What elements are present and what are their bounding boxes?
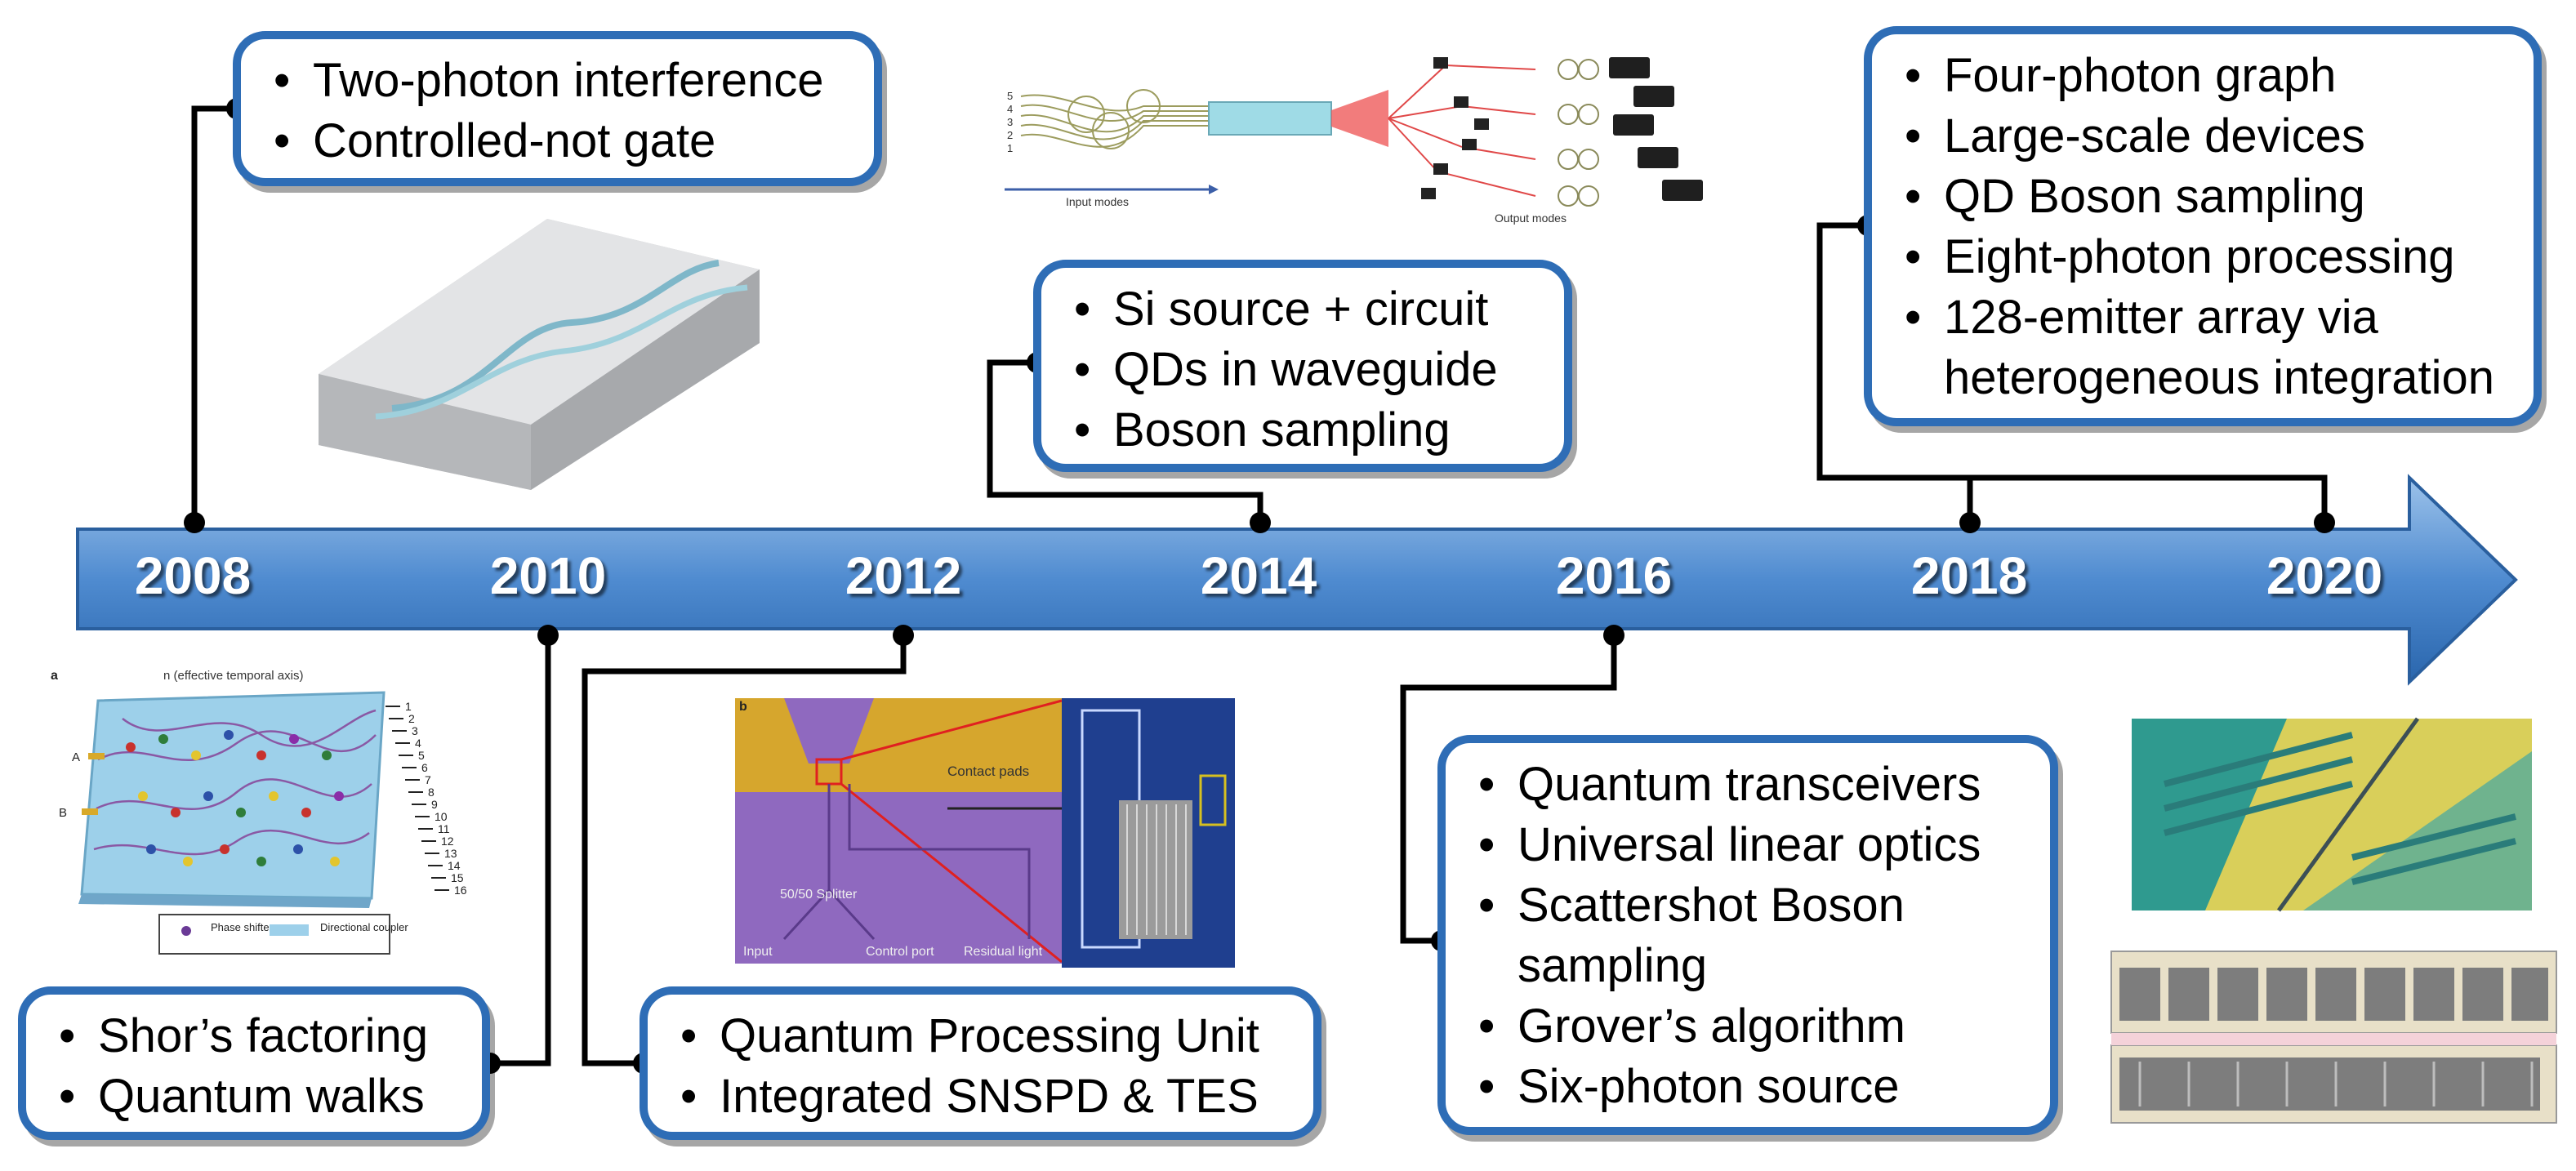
- input-port-label: Input: [743, 945, 773, 959]
- dot-2008-timeline: [184, 512, 205, 533]
- dot-2018-timeline: [1959, 512, 1981, 533]
- year-label: 2016: [1555, 546, 1673, 605]
- milestone-item: Four-photon graph: [1896, 46, 2509, 106]
- output-number: 7: [425, 773, 431, 786]
- milestone-item: Integrated SNSPD & TES: [672, 1066, 1289, 1127]
- mode-number: 2: [1007, 129, 1013, 141]
- milestone-item: QD Boson sampling: [1896, 167, 2509, 227]
- timeline-arrow: [76, 474, 2518, 686]
- milestone-item: Quantum walks: [51, 1066, 457, 1127]
- quantum-walk-image: a n (effective temporal axis) m: [51, 669, 467, 955]
- waveguide-chip-image: [319, 219, 760, 490]
- emitter-array-image: [2110, 951, 2557, 1124]
- dot-2020-timeline: [2314, 512, 2335, 533]
- dot-2016-timeline: [1603, 625, 1624, 646]
- milestone-box-2016: Quantum transceivers Universal linear op…: [1437, 735, 2058, 1135]
- year-label: 2014: [1200, 546, 1317, 605]
- milestone-item: Controlled-not gate: [265, 111, 849, 171]
- milestone-item: Shor’s factoring: [51, 1006, 457, 1066]
- output-number: 10: [435, 810, 448, 823]
- milestone-box-2014: Si source + circuit QDs in waveguide Bos…: [1033, 260, 1572, 472]
- phase-shifters: [126, 730, 344, 866]
- output-number: 13: [444, 847, 457, 860]
- dot-2012-timeline: [893, 625, 914, 646]
- milestone-item: QDs in waveguide: [1066, 340, 1540, 400]
- milestone-item-continued: sampling: [1518, 939, 1708, 992]
- connector-2008: [191, 105, 237, 523]
- output-number: 5: [418, 749, 425, 762]
- milestone-box-2012: Quantum Processing Unit Integrated SNSPD…: [640, 986, 1321, 1140]
- milestone-item: Si source + circuit: [1066, 279, 1540, 340]
- year-label: 2018: [1910, 546, 2028, 605]
- splitter-label: 50/50 Splitter: [780, 888, 858, 902]
- milestone-box-2018: Four-photon graph Large-scale devices QD…: [1864, 26, 2542, 426]
- mode-number: 3: [1007, 116, 1013, 128]
- boson-sampling-image: 5 4 3 2 1: [1005, 57, 1703, 225]
- panel-label-a: a: [51, 669, 58, 683]
- output-number: 15: [451, 871, 464, 884]
- milestone-item: Large-scale devices: [1896, 106, 2509, 167]
- milestone-item: Scattershot Boson: [1470, 875, 2026, 936]
- mode-number: 5: [1007, 90, 1013, 102]
- legend-phase-shifter: Phase shifter: [211, 921, 274, 933]
- output-number: 11: [438, 822, 450, 835]
- control-port-label: Control port: [866, 945, 934, 959]
- milestone-item: Eight-photon processing: [1896, 227, 2509, 287]
- connector-2016: [1400, 635, 1617, 944]
- panel-label-b: b: [739, 700, 747, 714]
- year-label: 2012: [845, 546, 962, 605]
- mode-number: 4: [1007, 103, 1013, 115]
- output-number: 4: [415, 737, 421, 750]
- mode-number: 1: [1007, 142, 1013, 154]
- temporal-axis-label: n (effective temporal axis): [163, 669, 303, 683]
- milestone-box-2008: Two-photon interference Controlled-not g…: [233, 31, 882, 186]
- milestone-item: Boson sampling: [1066, 400, 1540, 461]
- output-number: 12: [441, 835, 454, 848]
- milestone-item-continued: heterogeneous integration: [1944, 351, 2494, 404]
- legend-directional-coupler: Directional coupler: [320, 921, 408, 933]
- output-number: 8: [428, 786, 435, 799]
- connector-2010: [490, 635, 551, 1066]
- input-a-label: A: [72, 750, 80, 764]
- output-number: 1: [405, 700, 412, 713]
- mode-numbers: 5 4 3 2 1: [1007, 90, 1013, 154]
- input-b-label: B: [59, 806, 67, 820]
- year-label: 2010: [489, 546, 607, 605]
- year-label: 2020: [2266, 546, 2383, 605]
- dot-2010-timeline: [537, 625, 559, 646]
- milestone-item: Quantum Processing Unit: [672, 1006, 1289, 1066]
- output-number: 2: [408, 712, 415, 725]
- milestone-box-2010: Shor’s factoring Quantum walks: [18, 986, 490, 1140]
- dot-2014-timeline: [1250, 512, 1271, 533]
- year-label: 2008: [134, 546, 252, 605]
- input-modes-label: Input modes: [1066, 195, 1129, 208]
- output-modes-label: Output modes: [1495, 211, 1567, 225]
- qpu-chip-image: b Contact pads 50/50 Splitter Input Cont…: [735, 698, 1235, 968]
- connector-2014: [987, 359, 1263, 523]
- output-number: 14: [448, 859, 461, 872]
- milestone-item: 128-emitter array via: [1896, 287, 2509, 348]
- milestone-item: Grover’s algorithm: [1470, 996, 2026, 1057]
- connector-2012: [582, 635, 907, 1066]
- residual-light-label: Residual light: [964, 945, 1043, 959]
- milestone-item: Two-photon interference: [265, 51, 849, 111]
- milestone-item: Universal linear optics: [1470, 815, 2026, 875]
- photonic-chip-photo: [2132, 717, 2532, 912]
- output-number: 3: [412, 724, 418, 737]
- milestone-item: Quantum transceivers: [1470, 755, 2026, 815]
- output-number: 6: [421, 761, 428, 774]
- output-number: 16: [454, 884, 467, 897]
- output-number: 9: [431, 798, 438, 811]
- contact-pads-label: Contact pads: [947, 764, 1029, 779]
- milestone-item: Six-photon source: [1470, 1057, 2026, 1117]
